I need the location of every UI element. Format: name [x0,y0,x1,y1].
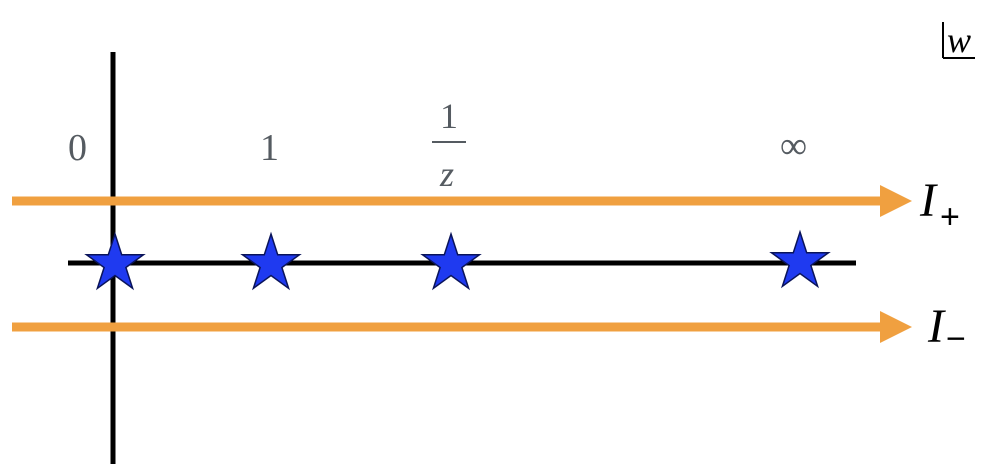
plane-label: w [947,20,971,60]
contour-i-plus-subscript: + [940,198,960,236]
contour-i-plus-arrowhead [880,185,912,217]
singularity-star-one-over-z [420,231,482,291]
point-label-one-over-z: 1 z [432,96,466,194]
contour-i-minus-arrowhead [880,311,912,343]
point-label-infinity: ∞ [780,125,807,167]
contour-i-minus-label: I [927,300,946,353]
singularity-star-infinity [769,229,831,289]
point-label-zero: 0 [68,127,87,169]
fraction-numerator: 1 [440,96,458,136]
point-label-one: 1 [260,127,279,169]
singularity-star-zero [84,231,146,291]
fraction-denominator: z [439,154,454,194]
contour-i-minus-subscript: − [946,320,966,358]
contour-i-plus: I + [12,174,960,236]
singularity-star-one [240,231,302,291]
contour-i-minus: I − [12,300,966,358]
plane-label-box: w [942,20,975,60]
contour-i-plus-label: I [919,174,938,227]
